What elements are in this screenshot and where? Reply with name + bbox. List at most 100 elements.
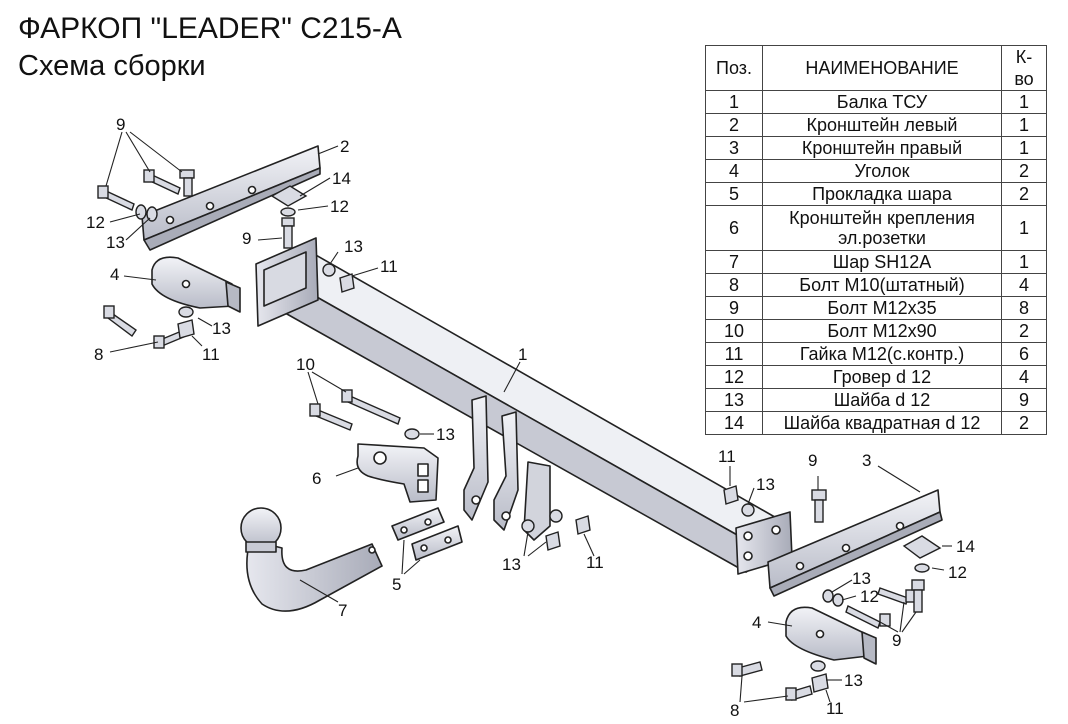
row-qty: 9 (1001, 388, 1047, 412)
header-name: НАИМЕНОВАНИЕ (762, 45, 1002, 91)
row-pos: 10 (705, 319, 763, 343)
row-qty: 1 (1001, 90, 1047, 114)
row-pos: 14 (705, 411, 763, 435)
row-qty: 4 (1001, 273, 1047, 297)
callout-1: 1 (518, 345, 527, 364)
row-qty: 6 (1001, 342, 1047, 366)
socket-bracket-part-6 (356, 443, 439, 503)
row-name: Кронштейн левый (762, 113, 1002, 137)
callout-9: 9 (892, 631, 901, 650)
callout-12: 12 (860, 587, 879, 606)
callout-13: 13 (756, 475, 775, 494)
row-name: Прокладка шара (762, 182, 1002, 206)
callout-12: 12 (330, 197, 349, 216)
row-qty: 2 (1001, 182, 1047, 206)
row-name: Болт М12х90 (762, 319, 1002, 343)
tow-ball-part-7 (240, 507, 383, 612)
fasteners (97, 169, 942, 701)
right-bracket-part-3 (767, 489, 943, 597)
callout-13: 13 (502, 555, 521, 574)
callout-13: 13 (106, 233, 125, 252)
row-pos: 11 (705, 342, 763, 366)
header-pos: Поз. (705, 45, 763, 91)
row-pos: 8 (705, 273, 763, 297)
left-bracket-part-2 (141, 145, 321, 251)
callout-13: 13 (344, 237, 363, 256)
row-pos: 4 (705, 159, 763, 183)
callout-9: 9 (116, 115, 125, 134)
callout-6: 6 (312, 469, 321, 488)
page-subtitle: Схема сборки (18, 50, 206, 82)
header-qty: К-во (1001, 45, 1047, 91)
table-header-row: Поз. НАИМЕНОВАНИЕ К-во (705, 45, 1047, 91)
callout-3: 3 (862, 451, 871, 470)
row-name: Кронштейн правый (762, 136, 1002, 160)
row-name: Гровер d 12 (762, 365, 1002, 389)
callout-14: 14 (332, 169, 351, 188)
callout-9: 9 (242, 229, 251, 248)
row-pos: 5 (705, 182, 763, 206)
row-pos: 13 (705, 388, 763, 412)
row-name: Болт М12х35 (762, 296, 1002, 320)
callout-12: 12 (86, 213, 105, 232)
callout-4: 4 (110, 265, 119, 284)
row-pos: 2 (705, 113, 763, 137)
page-title: ФАРКОП "LEADER" С215-А (18, 12, 402, 45)
callout-8: 8 (730, 701, 739, 720)
callout-11: 11 (718, 447, 736, 466)
row-qty: 1 (1001, 113, 1047, 137)
callout-7: 7 (338, 601, 347, 620)
callout-13: 13 (852, 569, 871, 588)
callout-labels: 9 2 14 12 12 13 9 13 11 4 13 11 8 1 10 1… (86, 115, 975, 720)
row-qty: 2 (1001, 159, 1047, 183)
callout-11: 11 (202, 345, 220, 364)
callout-9: 9 (808, 451, 817, 470)
angle-part-4-left (151, 256, 241, 313)
row-pos: 7 (705, 250, 763, 274)
spacer-part-5 (391, 507, 463, 561)
row-pos: 9 (705, 296, 763, 320)
callout-10: 10 (296, 355, 315, 374)
row-qty: 2 (1001, 411, 1047, 435)
row-name: Уголок (762, 159, 1002, 183)
callout-2: 2 (340, 137, 349, 156)
callout-5: 5 (392, 575, 401, 594)
row-name: Гайка М12(с.контр.) (762, 342, 1002, 366)
row-pos: 6 (705, 205, 763, 251)
callout-12: 12 (948, 563, 967, 582)
row-pos: 12 (705, 365, 763, 389)
leader-lines (105, 131, 952, 703)
callout-13: 13 (436, 425, 455, 444)
row-pos: 3 (705, 136, 763, 160)
callout-11: 11 (826, 699, 844, 718)
callout-4: 4 (752, 613, 761, 632)
row-qty: 2 (1001, 319, 1047, 343)
row-name: Кронштейн крепления эл.розетки (762, 205, 1002, 251)
callout-8: 8 (94, 345, 103, 364)
row-qty: 1 (1001, 250, 1047, 274)
callout-13: 13 (212, 319, 231, 338)
callout-11: 11 (380, 257, 398, 276)
row-qty: 1 (1001, 136, 1047, 160)
row-name: Болт М10(штатный) (762, 273, 1002, 297)
callout-14: 14 (956, 537, 975, 556)
row-name: Шайба d 12 (762, 388, 1002, 412)
angle-part-4-right (785, 606, 877, 665)
row-qty: 8 (1001, 296, 1047, 320)
row-pos: 1 (705, 90, 763, 114)
row-qty: 4 (1001, 365, 1047, 389)
